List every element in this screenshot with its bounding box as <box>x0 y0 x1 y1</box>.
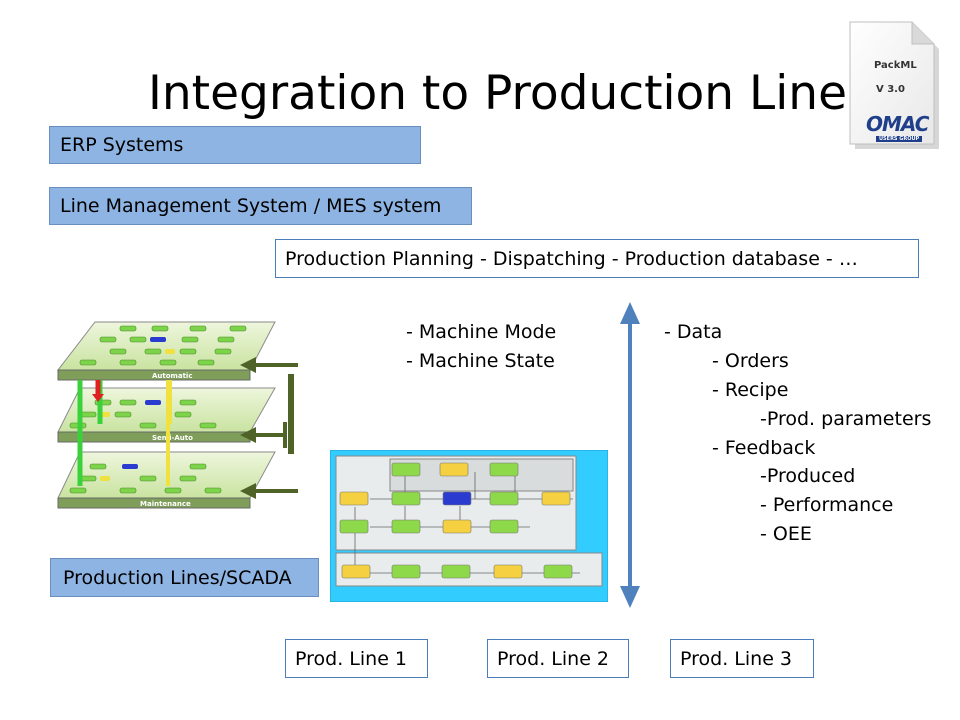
data-item: - Performance <box>760 494 894 516</box>
omac-logo-sub: USERS GROUP <box>876 136 923 142</box>
layer-automatic <box>56 321 276 381</box>
erp-systems-box: ERP Systems <box>49 126 421 164</box>
green-arrows <box>240 357 298 499</box>
data-item: -Prod. parameters <box>760 408 932 430</box>
machine-mode-label: - Machine Mode <box>406 321 557 343</box>
layer-label-semi-auto: Semi-Auto <box>152 434 193 442</box>
double-arrow-icon <box>620 302 640 608</box>
layer-label-maintenance: Maintenance <box>140 500 191 508</box>
packml-badge: PackML V 3.0 OMAC USERS GROUP <box>848 20 940 150</box>
layer-label-automatic: Automatic <box>152 372 192 380</box>
data-item: - Feedback <box>712 437 816 459</box>
data-item: - OEE <box>760 523 812 545</box>
prod-line-2-box: Prod. Line 2 <box>487 639 629 678</box>
mode-layers-diagram: Automatic Semi-Auto Maintenance <box>56 321 276 509</box>
omac-logo-text: OMAC <box>866 112 929 136</box>
packml-state-model <box>330 450 608 602</box>
page-title: Integration to Production Lines <box>148 66 872 121</box>
machine-state-label: - Machine State <box>406 350 555 372</box>
mes-system-box: Line Management System / MES system <box>49 187 472 225</box>
data-item: - Data <box>664 321 723 343</box>
data-item: -Produced <box>760 465 856 487</box>
data-item: - Orders <box>712 350 789 372</box>
document-icon <box>849 21 939 149</box>
production-lines-scada-box: Production Lines/SCADA <box>50 558 319 597</box>
badge-name: PackML <box>874 60 917 71</box>
data-item: - Recipe <box>712 379 789 401</box>
production-planning-box: Production Planning - Dispatching - Prod… <box>275 239 919 278</box>
prod-line-3-box: Prod. Line 3 <box>670 639 814 678</box>
prod-line-1-box: Prod. Line 1 <box>285 639 428 678</box>
badge-version: V 3.0 <box>876 84 905 95</box>
